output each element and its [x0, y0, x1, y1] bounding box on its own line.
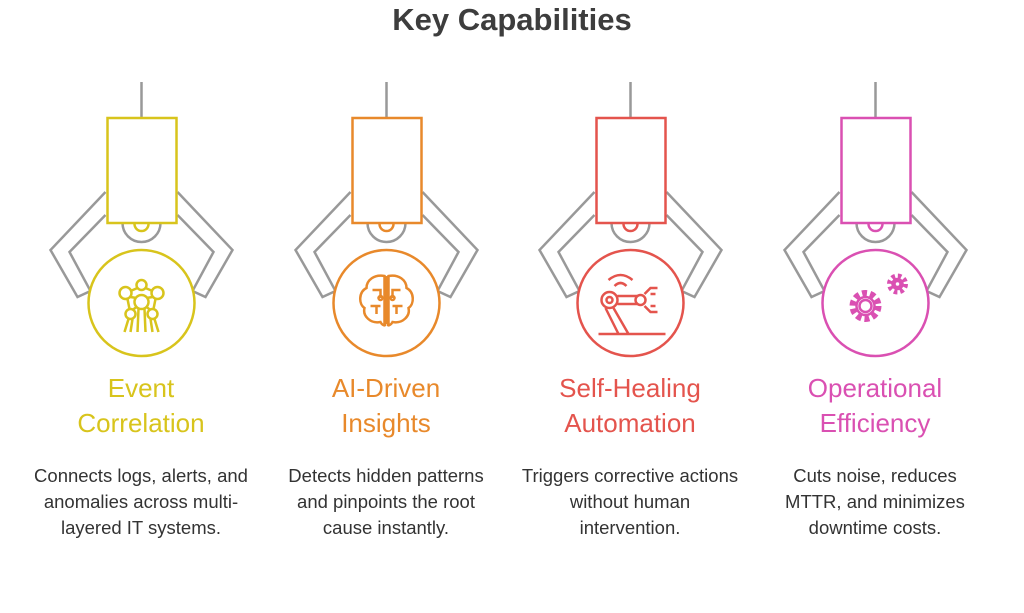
capability-column: Operational Efficiency Cuts noise, reduc…: [753, 0, 998, 613]
capability-column: AI-Driven Insights Detects hidden patter…: [264, 0, 509, 613]
claw-graphic: [537, 82, 723, 358]
atom-network-icon: [117, 278, 165, 333]
capability-description: Detects hidden patterns and pinpoints th…: [288, 465, 484, 538]
capability-heading: Operational Efficiency: [807, 373, 943, 438]
capability-heading: AI-Driven Insights: [331, 373, 441, 438]
capability-heading: Self-Healing Automation: [559, 373, 701, 438]
capability-column: Self-Healing Automation Triggers correct…: [508, 0, 753, 613]
claw-graphic: [293, 82, 479, 358]
capability-description: Cuts noise, reduces MTTR, and minimizes …: [785, 465, 965, 538]
capability-description: Connects logs, alerts, and anomalies acr…: [34, 465, 248, 538]
claw-graphic: [782, 82, 968, 358]
claw-graphic: [48, 82, 234, 358]
robot-arm-icon: [598, 273, 665, 336]
gears-icon: [849, 273, 908, 322]
page-title: Key Capabilities: [392, 2, 632, 37]
capability-description: Triggers corrective actions without huma…: [521, 465, 739, 538]
capability-heading: Event Correlation: [77, 373, 205, 438]
capability-column: Event Correlation Connects logs, alerts,…: [19, 0, 264, 613]
brain-circuit-icon: [358, 274, 414, 327]
